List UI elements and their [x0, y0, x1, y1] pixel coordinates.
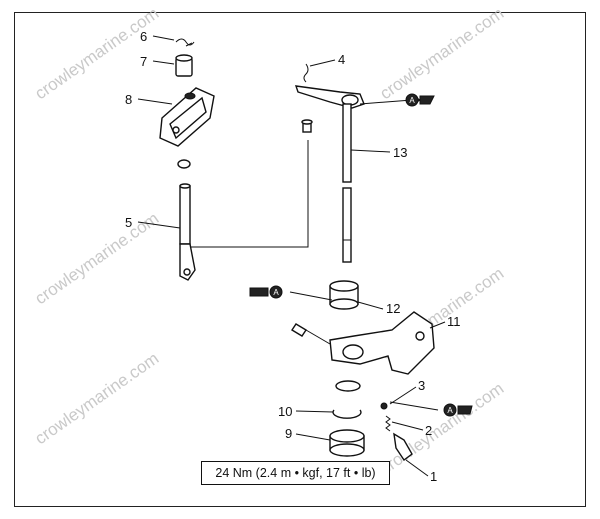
- watermarks: crowleymarine.com crowleymarine.com crow…: [31, 4, 507, 479]
- part-1-plug-bolt: [393, 432, 413, 462]
- part-9-seal: [329, 429, 365, 457]
- part-7-bushing: [175, 54, 193, 77]
- callout-6: 6: [140, 29, 147, 44]
- callout-12: 12: [386, 301, 400, 316]
- part-washer-small: [177, 159, 191, 169]
- callout-10: 10: [278, 404, 292, 419]
- part-12-bushing: [329, 280, 359, 310]
- lubricant-marker: A: [389, 401, 473, 417]
- callout-8: 8: [125, 92, 132, 107]
- part-washer-lower: [335, 380, 361, 392]
- part-11-lever: [329, 311, 435, 375]
- svg-text:A: A: [273, 288, 279, 297]
- svg-text:A: A: [409, 96, 415, 105]
- callout-11: 11: [447, 314, 461, 329]
- callout-4: 4: [338, 52, 345, 67]
- callout-labels: 6 7 8 5 4 13 12 11 3 2 1 10 9: [125, 29, 461, 484]
- callout-9: 9: [285, 426, 292, 441]
- callout-2: 2: [425, 423, 432, 438]
- part-3-ball: [380, 402, 388, 410]
- watermark: crowleymarine.com: [31, 209, 162, 309]
- leader-lines: [137, 35, 446, 477]
- lubricant-marker: A: [249, 285, 333, 301]
- callout-3: 3: [418, 378, 425, 393]
- assembly-guide-line: [190, 140, 309, 248]
- part-6-clip: [175, 38, 195, 47]
- callout-1: 1: [430, 469, 437, 484]
- torque-spec-box: 24 Nm (2.4 m • kgf, 17 ft • lb): [201, 461, 390, 485]
- callout-7: 7: [140, 54, 147, 69]
- part-2-spring: [385, 415, 391, 432]
- part-10-circlip: [332, 409, 362, 419]
- svg-text:A: A: [447, 406, 453, 415]
- part-5-shift-rod: [179, 183, 196, 281]
- part-8-bracket: [159, 87, 215, 147]
- part-13-shaft: [294, 85, 365, 263]
- callout-13: 13: [393, 145, 407, 160]
- part-bolt-small: [301, 119, 313, 133]
- watermark: crowleymarine.com: [376, 4, 507, 104]
- torque-spec-text: 24 Nm (2.4 m • kgf, 17 ft • lb): [215, 466, 376, 480]
- watermark: crowleymarine.com: [31, 349, 162, 449]
- lubricant-marker: A: [359, 93, 435, 107]
- part-grease-fitting: [291, 323, 331, 345]
- part-4-pin: [303, 63, 309, 83]
- diagram-frame: [14, 12, 586, 507]
- callout-5: 5: [125, 215, 132, 230]
- watermark: crowleymarine.com: [376, 379, 507, 479]
